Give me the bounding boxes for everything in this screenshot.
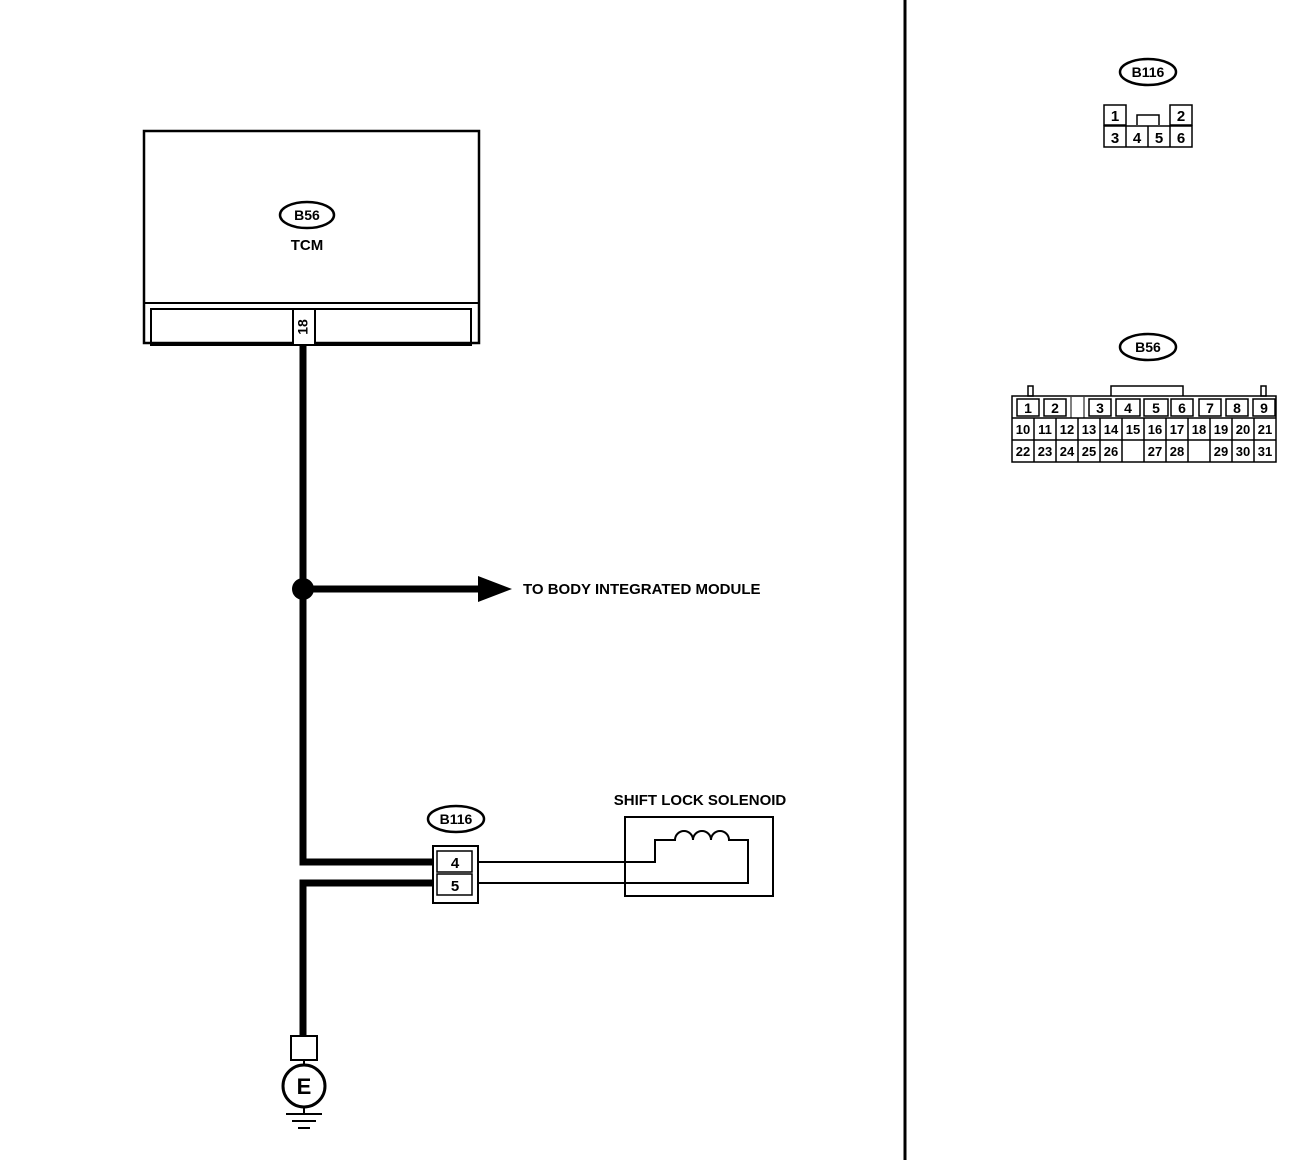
b56-face-pin: 13 xyxy=(1082,422,1096,437)
b56-face-pin: 21 xyxy=(1258,422,1272,437)
b116-inline-pin-4: 4 xyxy=(451,855,460,872)
solenoid-coil-icon xyxy=(626,830,749,884)
b56-face-pin: 12 xyxy=(1060,422,1074,437)
b56-face-pin: 8 xyxy=(1233,400,1241,416)
b56-face-pin: 9 xyxy=(1260,400,1268,416)
b56-face-pin: 19 xyxy=(1214,422,1228,437)
b116-inline-id: B116 xyxy=(440,811,473,827)
b56-face-pin: 29 xyxy=(1214,444,1228,459)
b56-face-pin: 6 xyxy=(1178,400,1186,416)
b56-face-pin: 30 xyxy=(1236,444,1250,459)
branch-arrow-icon xyxy=(478,576,512,602)
b56-face-pin: 16 xyxy=(1148,422,1162,437)
b56-face-pin: 14 xyxy=(1104,422,1119,437)
b56-face-pin: 31 xyxy=(1258,444,1272,459)
main-wire xyxy=(299,345,437,1036)
b56-face-pin: 27 xyxy=(1148,444,1162,459)
b116-face-pin: 4 xyxy=(1133,130,1142,147)
shift-lock-solenoid: SHIFT LOCK SOLENOID xyxy=(614,792,787,897)
tcm-name: TCM xyxy=(291,237,324,254)
b56-face-pin: 18 xyxy=(1192,422,1206,437)
branch-label: TO BODY INTEGRATED MODULE xyxy=(523,581,761,598)
b116-inline-connector: B116 4 5 xyxy=(426,804,486,904)
b56-face-pin: 26 xyxy=(1104,444,1118,459)
ground-symbol: E xyxy=(281,1035,327,1129)
b56-face-pin: 25 xyxy=(1082,444,1096,459)
b116-face-pin: 3 xyxy=(1111,130,1119,147)
b56-face-pin: 23 xyxy=(1038,444,1052,459)
b116-inline-pin-5: 5 xyxy=(451,878,459,895)
b56-face-pin: 15 xyxy=(1126,422,1140,437)
b56-face-pin: 7 xyxy=(1206,400,1214,416)
b56-face-pin: 2 xyxy=(1051,400,1059,416)
b116-face-pin: 2 xyxy=(1177,108,1185,125)
b56-face-pin: 28 xyxy=(1170,444,1184,459)
b56-face-id: B56 xyxy=(1135,339,1161,355)
tcm-pin-label: 18 xyxy=(295,319,311,335)
b116-face-pin: 6 xyxy=(1177,130,1185,147)
b116-face-pin: 1 xyxy=(1111,108,1119,125)
b116-face-pin: 5 xyxy=(1155,130,1163,147)
b116-face-id: B116 xyxy=(1132,64,1165,80)
ground-label: E xyxy=(297,1074,312,1099)
b56-face-pin: 10 xyxy=(1016,422,1030,437)
b56-face-pin: 24 xyxy=(1060,444,1075,459)
b56-face-pin: 22 xyxy=(1016,444,1030,459)
b56-face-pin: 5 xyxy=(1152,400,1160,416)
b56-face-pin: 4 xyxy=(1124,400,1132,416)
tcm-connector-badge xyxy=(278,200,336,230)
b56-face-pin: 1 xyxy=(1024,400,1032,416)
solenoid-wire xyxy=(478,861,626,884)
solenoid-label: SHIFT LOCK SOLENOID xyxy=(614,792,787,809)
b56-face-pin: 17 xyxy=(1170,422,1184,437)
tcm-module: 18 B56 TCM xyxy=(142,129,481,346)
b56-face-pin: 11 xyxy=(1038,422,1052,437)
b56-face-pin: 3 xyxy=(1096,400,1104,416)
b56-face-pin: 20 xyxy=(1236,422,1250,437)
b116-connector-face: B116 1 2 3 4 5 6 xyxy=(1103,57,1193,148)
b56-connector-face: B56 1 2 3 4 5 6 7 8 9 xyxy=(1011,332,1277,463)
tcm-connector-id: B56 xyxy=(294,207,320,223)
